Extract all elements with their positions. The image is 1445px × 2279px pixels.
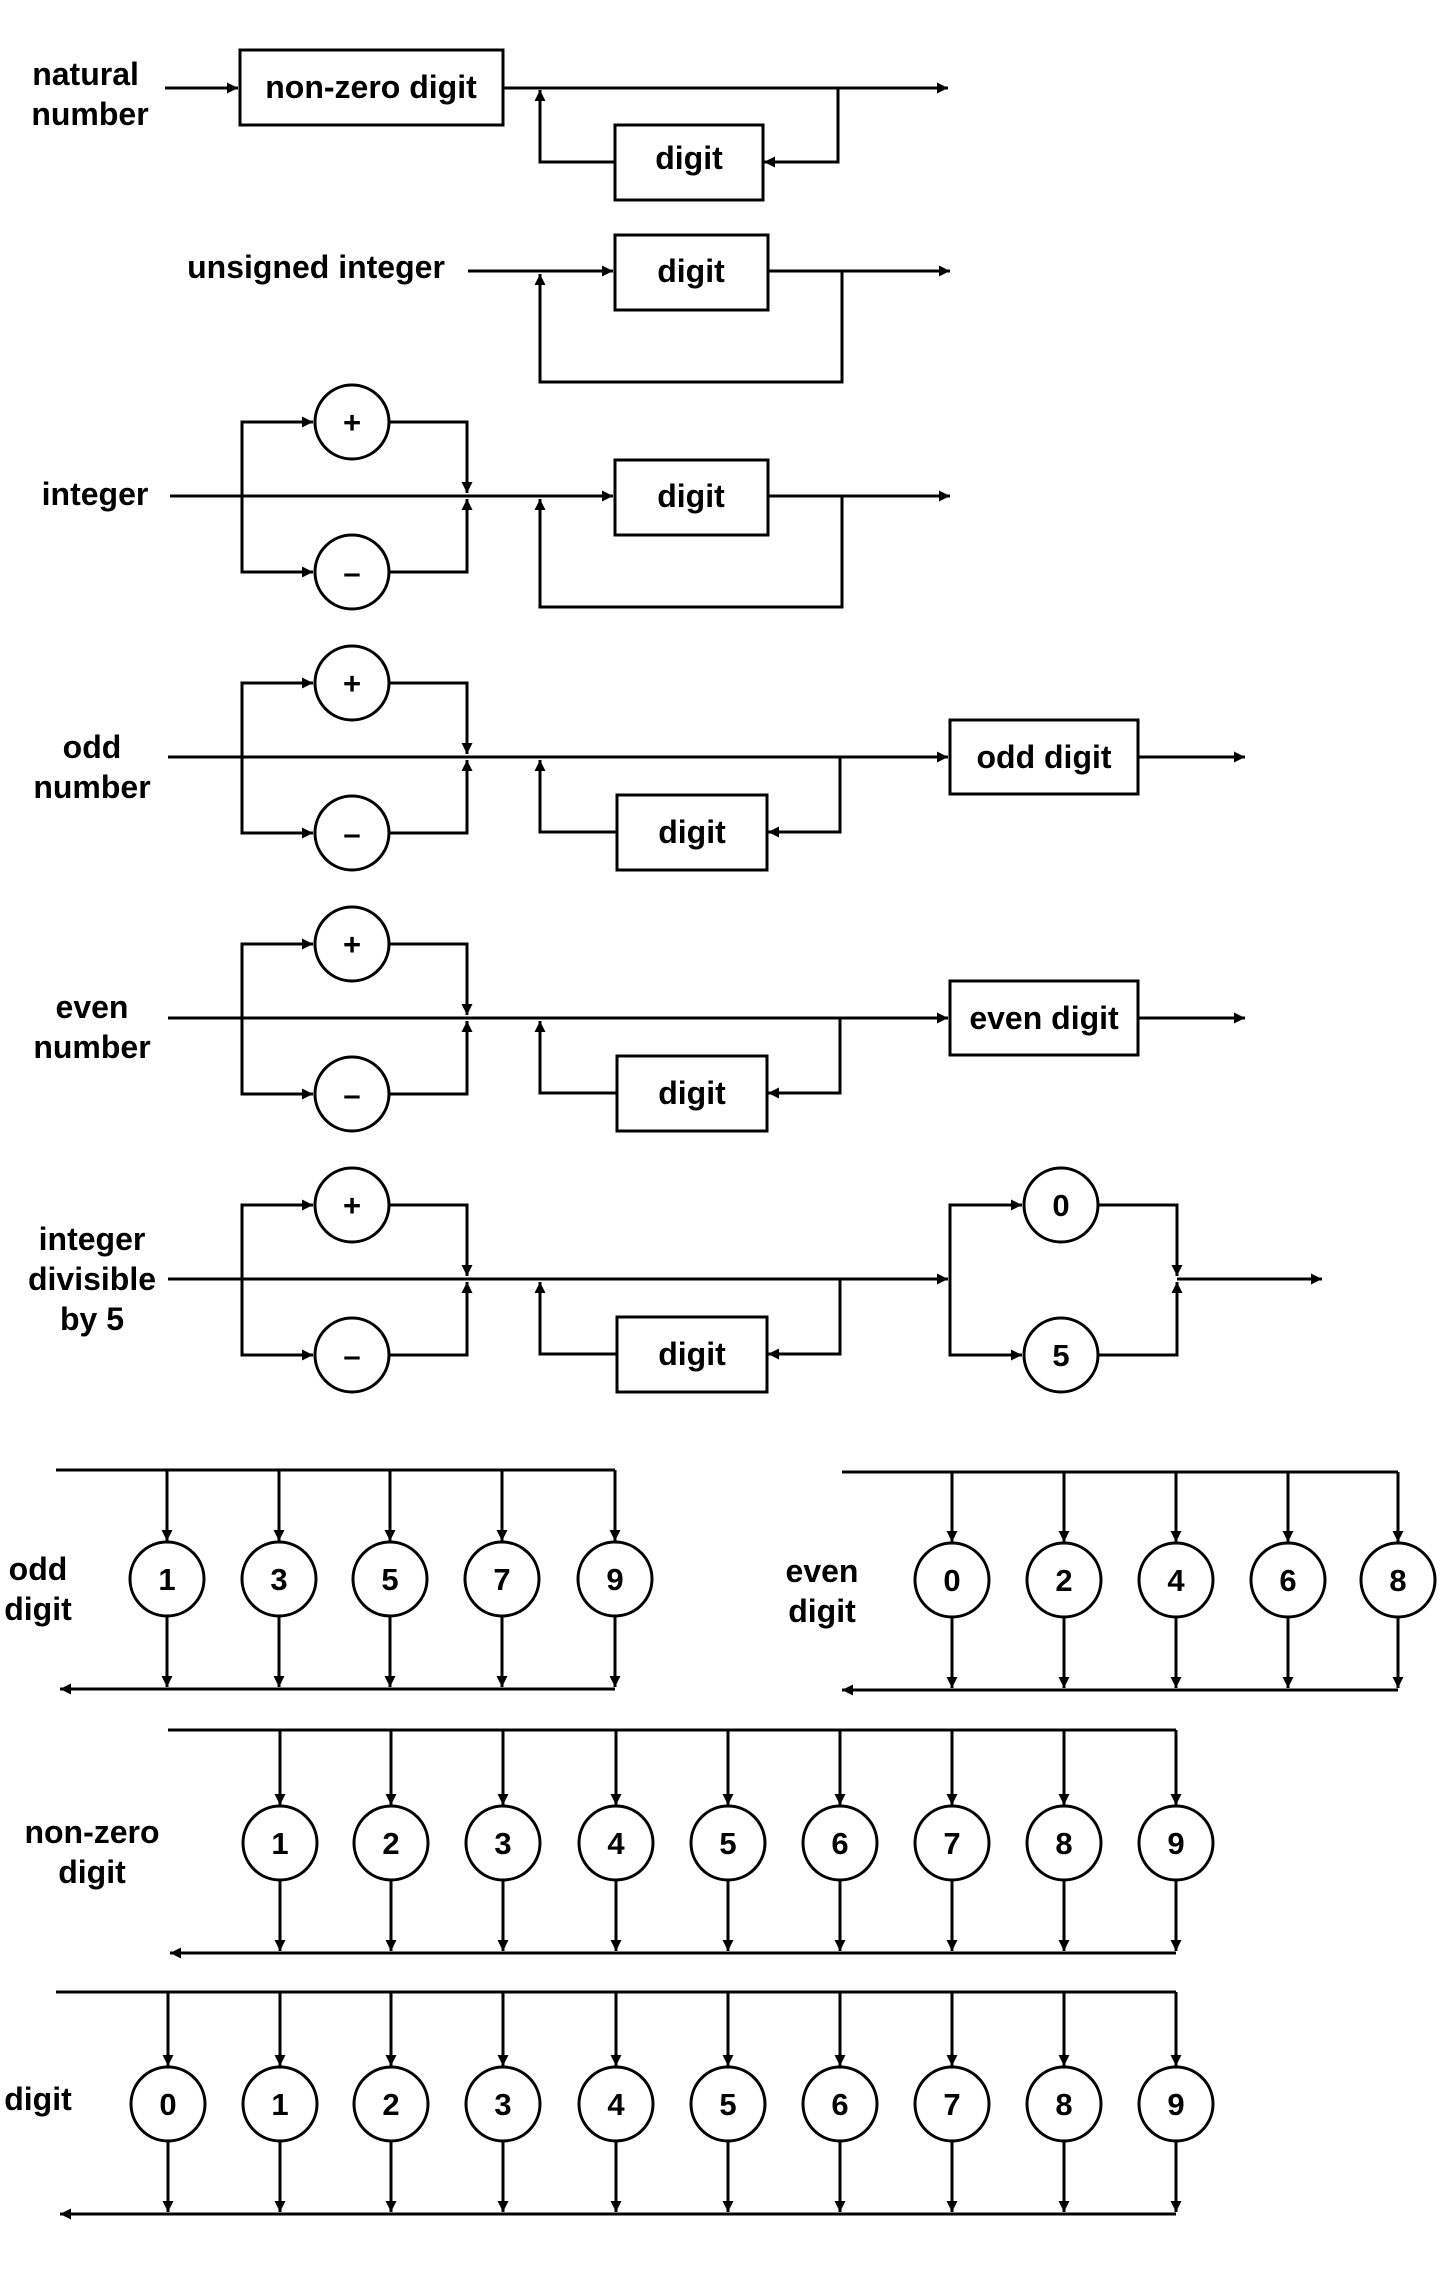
integer-digit-text: digit [657, 478, 725, 514]
odd-number-digit-text: digit [658, 814, 726, 850]
non-zero-digit-1-text: 1 [271, 1826, 288, 1861]
non-zero-digit-3-text: 3 [494, 1826, 511, 1861]
digit-8-text: 8 [1055, 2087, 1072, 2122]
digit-label: digit [4, 2081, 72, 2117]
digit-1-text: 1 [271, 2087, 288, 2122]
integer-digit-box [613, 458, 770, 537]
integer-minus-text: – [343, 555, 360, 590]
odd-digit-3-text: 3 [270, 1562, 287, 1597]
odd-digit-7-text: 7 [493, 1562, 510, 1597]
odd-number-final-box [948, 718, 1140, 796]
unsigned-integer-diagram: unsigned integer digit [187, 233, 950, 384]
even-digit-4-text: 4 [1167, 1563, 1185, 1598]
even-number-final-text: even digit [969, 1000, 1119, 1036]
odd-digit-5-text: 5 [381, 1562, 398, 1597]
digit-6-text: 6 [831, 2087, 848, 2122]
digit-3-text: 3 [494, 2087, 511, 2122]
digit-7-text: 7 [943, 2087, 960, 2122]
natural-number-label: natural number [31, 56, 148, 132]
integer-label: integer [42, 476, 149, 512]
non-zero-digit-6-text: 6 [831, 1826, 848, 1861]
odd-digit-1-text: 1 [158, 1562, 175, 1597]
non-zero-digit-box [238, 48, 505, 127]
even-number-minus-text: – [343, 1077, 360, 1112]
odd-digit-9-text: 9 [606, 1562, 623, 1597]
digit-5-text: 5 [719, 2087, 736, 2122]
unsigned-digit-box [613, 233, 770, 312]
non-zero-digit-7-text: 7 [943, 1826, 960, 1861]
non-zero-digit-5-text: 5 [719, 1826, 736, 1861]
even-digit-8-text: 8 [1389, 1563, 1406, 1598]
unsigned-integer-label: unsigned integer [187, 249, 445, 285]
div5-end-0-text: 0 [1052, 1188, 1069, 1223]
div5-end-1-text: 5 [1052, 1338, 1069, 1373]
odd-number-minus-text: – [343, 816, 360, 851]
odd-number-final-text: odd digit [976, 739, 1111, 775]
even-digit-2-text: 2 [1055, 1563, 1072, 1598]
div5-digit-box [615, 1315, 769, 1394]
non-zero-digit-8-text: 8 [1055, 1826, 1072, 1861]
digit-9-text: 9 [1167, 2087, 1184, 2122]
unsigned-digit-text: digit [657, 253, 725, 289]
even-number-digit-box [615, 1054, 769, 1133]
non-zero-digit-9-text: 9 [1167, 1826, 1184, 1861]
odd-number-plus-text: + [343, 666, 361, 701]
divisible-by-5-minus-text: – [343, 1338, 360, 1373]
digit-2-text: 2 [382, 2087, 399, 2122]
non-zero-digit-2-text: 2 [382, 1826, 399, 1861]
integer-plus-text: + [343, 405, 361, 440]
divisible-by-5-plus-text: + [343, 1188, 361, 1223]
natural-number-diagram: natural number non-zero digit digit [31, 48, 948, 202]
non-zero-digit-4-text: 4 [607, 1826, 625, 1861]
digit-4-text: 4 [607, 2087, 625, 2122]
even-number-plus-text: + [343, 927, 361, 962]
even-digit-6-text: 6 [1279, 1563, 1296, 1598]
even-digit-0-text: 0 [943, 1563, 960, 1598]
natural-digit-text: digit [655, 140, 723, 176]
odd-number-digit-box [615, 793, 769, 872]
div5-digit-text: digit [658, 1336, 726, 1372]
digit-0-text: 0 [159, 2087, 176, 2122]
even-number-digit-text: digit [658, 1075, 726, 1111]
integer-diagram: integer + – digit [42, 383, 950, 611]
digit-diagram: digit 0 1 2 3 4 5 6 7 8 9 [4, 1990, 1215, 2220]
non-zero-digit-text: non-zero digit [265, 69, 477, 105]
natural-digit-box [613, 123, 765, 202]
